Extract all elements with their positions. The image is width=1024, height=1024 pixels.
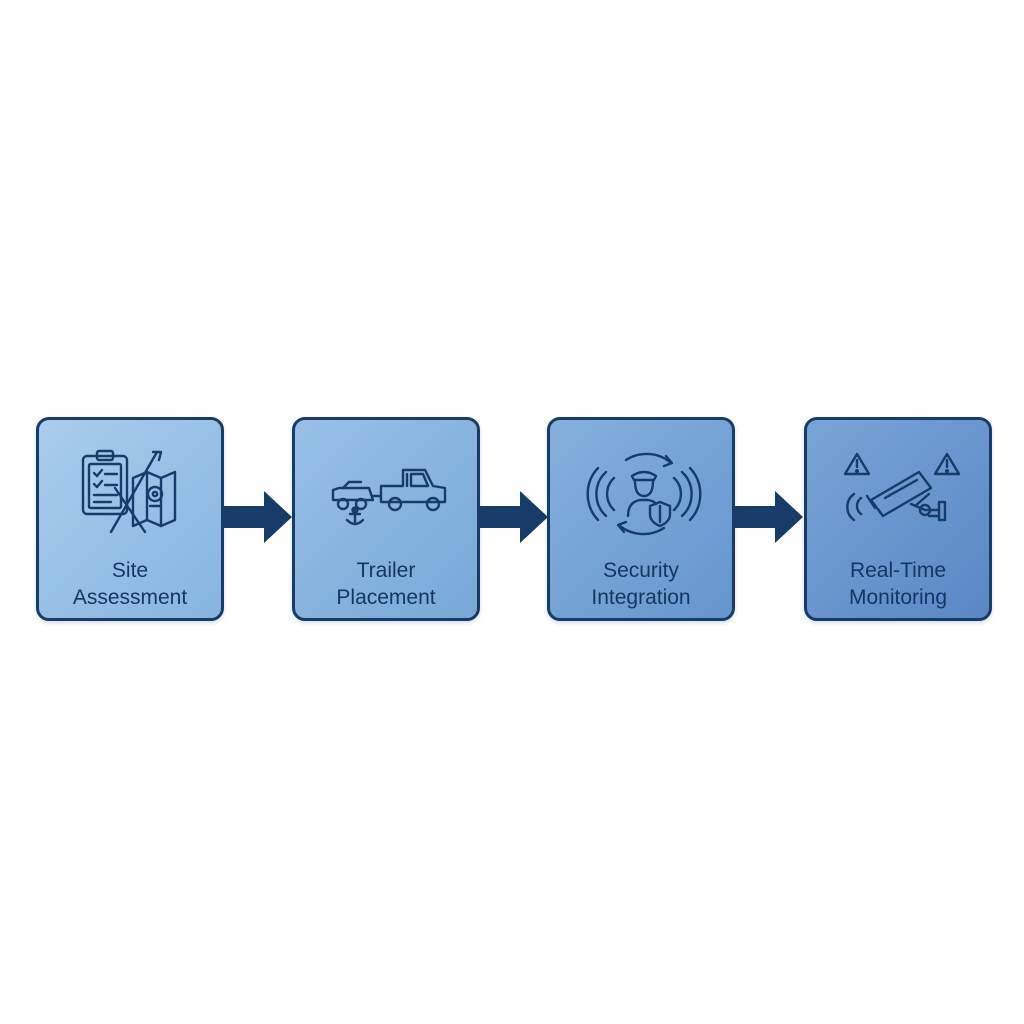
flow-arrow-3 (735, 491, 803, 543)
step-label-line1: Site (111, 559, 149, 582)
step-label-line2: Placement (336, 586, 436, 609)
step-label-line1: Trailer (356, 559, 416, 582)
step-label-line2: Monitoring (848, 586, 948, 609)
step-label-line1: Security (603, 559, 679, 582)
flow-arrow-2 (480, 491, 548, 543)
tow-truck-trailer-icon (329, 448, 449, 538)
step-trailer-placement: Trailer Placement (292, 417, 480, 621)
step-label-line2: Integration (591, 586, 691, 609)
security-guard-shield-icon (584, 448, 704, 538)
step-label: Site Assessment (39, 557, 221, 611)
clipboard-map-icon (73, 448, 193, 538)
cctv-camera-alert-icon (841, 448, 961, 538)
step-label-line1: Real-Time (849, 559, 947, 582)
step-label-line2: Assessment (72, 586, 188, 609)
step-security-integration: Security Integration (547, 417, 735, 621)
step-real-time-monitoring: Real-Time Monitoring (804, 417, 992, 621)
step-label: Trailer Placement (295, 557, 477, 611)
step-label: Security Integration (550, 557, 732, 611)
step-site-assessment: Site Assessment (36, 417, 224, 621)
flow-arrow-1 (224, 491, 292, 543)
step-label: Real-Time Monitoring (807, 557, 989, 611)
